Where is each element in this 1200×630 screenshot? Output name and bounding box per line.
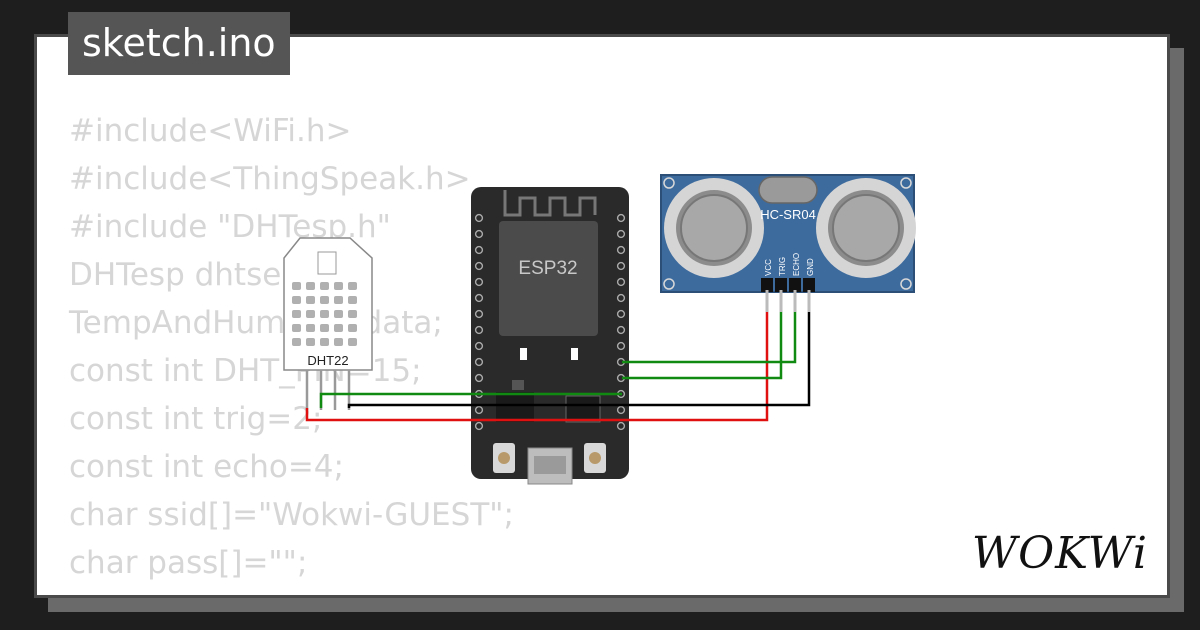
wires bbox=[305, 312, 811, 422]
code-line: #include<ThingSpeak.h> bbox=[69, 161, 471, 197]
esp32-board[interactable]: ESP32 bbox=[471, 187, 629, 485]
code-line: const int trig=2; bbox=[69, 401, 323, 437]
pin-label-trig: TRIG bbox=[778, 257, 787, 276]
wire-vcc bbox=[305, 312, 769, 422]
dht22-label: DHT22 bbox=[307, 353, 348, 368]
esp32-label: ESP32 bbox=[518, 258, 577, 279]
wokwi-logo: WOKWi bbox=[971, 528, 1148, 579]
code-line: const int echo=4; bbox=[69, 449, 344, 485]
dht22-sensor[interactable]: DHT22 bbox=[283, 237, 373, 410]
file-title: sketch.ino bbox=[68, 12, 290, 75]
pin-label-gnd: GND bbox=[806, 258, 815, 276]
wire-dht-data bbox=[319, 392, 622, 408]
code-line: char ssid[]="Wokwi-GUEST"; bbox=[69, 497, 514, 533]
wire-trig bbox=[622, 312, 783, 380]
wire-gnd bbox=[347, 312, 811, 408]
hc-sr04-sensor[interactable]: HC-SR04 VCC TRIG ECHO GND bbox=[660, 174, 916, 312]
code-line: char pass[]=""; bbox=[69, 545, 308, 581]
pin-label-echo: ECHO bbox=[792, 253, 801, 276]
hc-sr04-label: HC-SR04 bbox=[760, 207, 816, 222]
code-line: #include<WiFi.h> bbox=[69, 113, 352, 149]
code-line: WiFiClient client; bbox=[69, 587, 514, 595]
pin-label-vcc: VCC bbox=[764, 259, 773, 276]
code-line: const int DHT_PIN=15; bbox=[69, 353, 422, 389]
wire-echo bbox=[622, 312, 797, 364]
